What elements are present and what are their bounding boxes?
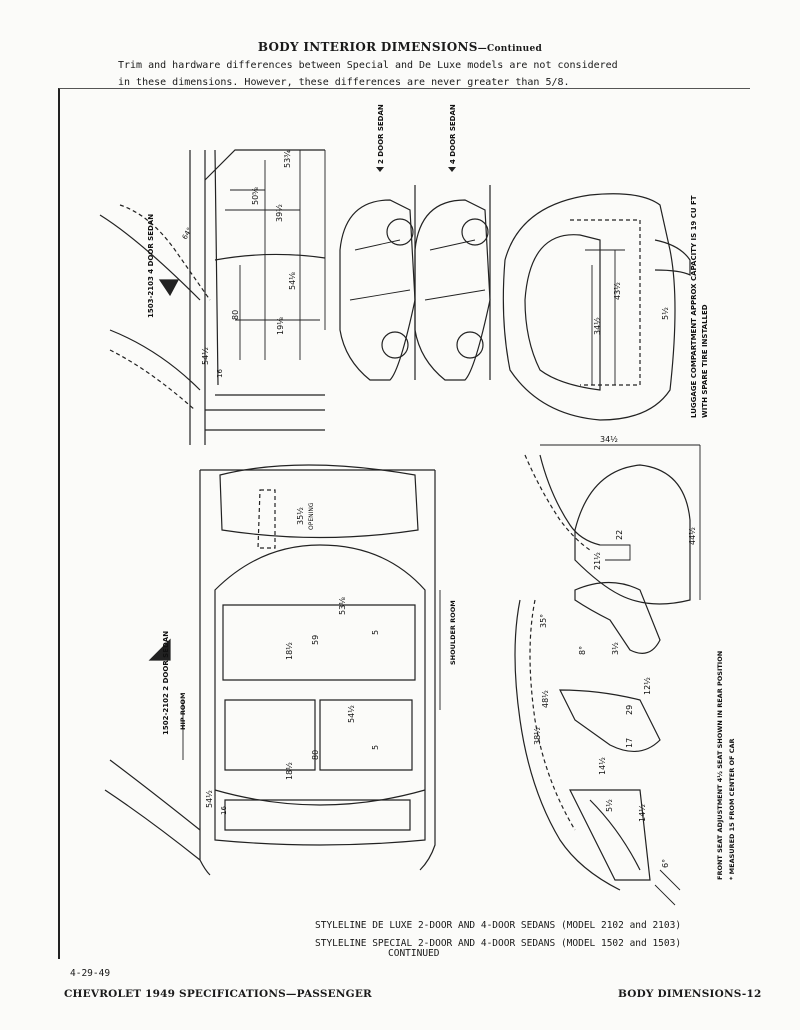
continued-label: CONTINUED <box>388 948 440 959</box>
dim-54c: 54½ <box>347 705 356 723</box>
label-opening: OPENING <box>308 502 315 530</box>
trim-note-line-2: in these dimensions. However, these diff… <box>118 77 570 88</box>
dim-53b: 53⅛ <box>338 597 347 615</box>
luggage-note-1: LUGGAGE COMPARTMENT APPROX CAPACITY IS 1… <box>690 195 698 418</box>
dim-43: 43½ <box>613 282 622 300</box>
dim-44: 44½ <box>688 527 697 545</box>
trim-note-line-1: Trim and hardware differences between Sp… <box>118 60 618 71</box>
dim-5d: 5½ <box>605 799 614 812</box>
dim-5a: 5½ <box>661 307 670 320</box>
dim-54d: 54½ <box>205 790 214 808</box>
page-date: 4-29-49 <box>70 968 111 979</box>
page-title: BODY INTERIOR DIMENSIONS—Continued <box>257 40 543 54</box>
footer-publication: CHEVROLET 1949 SPECIFICATIONS—PASSENGER <box>64 988 372 1000</box>
dim-35deg: 35° <box>539 614 548 628</box>
dim-64: 64° <box>181 226 194 241</box>
footer-page-id: BODY DIMENSIONS-12 <box>618 988 762 1000</box>
dim-54b: 54½ <box>201 347 210 365</box>
dim-34a: 34½ <box>593 317 602 335</box>
dim-38: 38½ <box>533 727 542 745</box>
dim-14b: 14½ <box>638 804 647 822</box>
dim-21: 21½ <box>593 552 602 570</box>
dim-80b: 80 <box>311 750 320 760</box>
dim-59: 59 <box>311 635 320 645</box>
dim-34b: 34½ <box>600 435 618 444</box>
dim-6: 6° <box>661 859 670 868</box>
dim-8: 8° <box>578 646 587 655</box>
dim-39: 39½ <box>275 204 284 222</box>
dim-53: 53¾ <box>283 150 292 168</box>
dim-16b: 16 <box>220 806 228 815</box>
dim-19: 19⅛ <box>276 317 285 335</box>
seat-note-1: FRONT SEAT ADJUSTMENT 4½ SEAT SHOWN IN R… <box>716 651 724 880</box>
car-side-views: 2 DOOR SEDAN 4 DOOR SEDAN <box>339 104 491 381</box>
luggage-compartment: 34½ 43½ 5½ LUGGAGE COMPARTMENT APPROX CA… <box>502 193 709 421</box>
sedan2-top-view: 35½ OPENING 53⅛ 59 5 18½ 54½ 5 80 18½ 54… <box>104 464 457 876</box>
luggage-note-2: WITH SPARE TIRE INSTALLED <box>701 304 709 418</box>
dim-29: 29 <box>625 705 634 715</box>
label-hip-room: HIP ROOM <box>179 693 187 730</box>
dim-54a: 54⅛ <box>288 272 297 290</box>
label-shoulder-room: SHOULDER ROOM <box>449 600 457 665</box>
dim-18: 18½ <box>285 642 294 660</box>
dim-48: 48½ <box>541 690 550 708</box>
dim-16: 16 <box>216 369 224 378</box>
label-sedan2: 1502-2102 2 DOOR SEDAN <box>162 631 170 735</box>
seat-side-section: 35° 8° 3½ 48½ 12½ 29 38½ 17 14½ 5½ 14½ 6… <box>514 581 736 906</box>
dim-5c: 5 <box>371 745 380 750</box>
dim-80a: 80 <box>231 310 240 320</box>
label-4door: 4 DOOR SEDAN <box>449 104 457 164</box>
sedan4-side-section: 53¾ 50⅝ 39½ 54⅛ 80 19⅛ 54½ 16 64° 1503-2… <box>99 149 326 445</box>
label-sedan4: 1503-2103 4 DOOR SEDAN <box>147 214 155 318</box>
model-line-special: STYLELINE SPECIAL 2-DOOR AND 4-DOOR SEDA… <box>315 938 682 949</box>
label-2door: 2 DOOR SEDAN <box>377 104 385 164</box>
trim-note: Trim and hardware differences between Sp… <box>118 57 738 91</box>
dim-14: 14½ <box>598 757 607 775</box>
dim-18b: 18½ <box>285 762 294 780</box>
model-designations: STYLELINE DE LUXE 2-DOOR AND 4-DOOR SEDA… <box>315 917 681 953</box>
dim-17: 17 <box>625 738 634 748</box>
drawing-frame <box>58 88 750 959</box>
dim-22: 22 <box>615 530 624 540</box>
model-line-deluxe: STYLELINE DE LUXE 2-DOOR AND 4-DOOR SEDA… <box>315 920 682 931</box>
dim-3: 3½ <box>611 642 620 655</box>
seat-note-2: * MEASURED 15 FROM CENTER OF CAR <box>728 738 736 880</box>
dim-5b: 5 <box>371 630 380 635</box>
dim-35: 35½ <box>296 507 305 525</box>
dim-12: 12½ <box>643 677 652 695</box>
dim-50: 50⅝ <box>251 187 260 205</box>
trunk-side-section: 34½ 44½ 22 21½ <box>524 435 701 605</box>
